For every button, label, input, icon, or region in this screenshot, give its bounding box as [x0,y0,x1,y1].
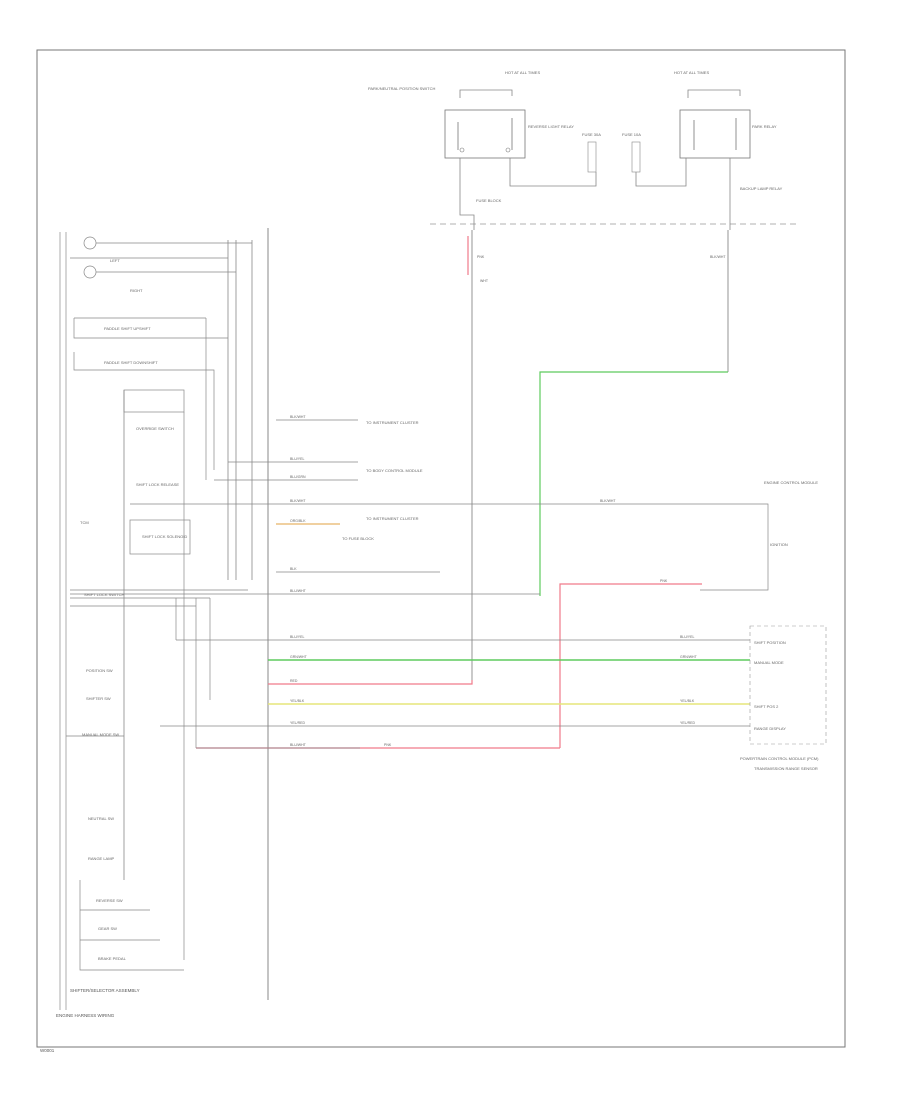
svg-text:ORG/BLK: ORG/BLK [290,519,306,523]
output-1-label: SHIFT POSITION [754,640,786,645]
shift-lock-label: SHIFT LOCK SWITCH [84,592,124,597]
svg-text:YEL/RED: YEL/RED [290,721,305,725]
park-relay-label: PARK RELAY [752,124,777,129]
middle-connector-rows: BLK/WHT TO INSTRUMENT CLUSTER BLU/YEL TO… [70,415,762,595]
top-right-relay-group: HOT AT ALL TIMES PARK RELAY FUSE 10A BAC… [622,70,783,230]
reverse-sw-label: REVERSE SW [96,898,123,903]
shifter-sw-label: SHIFTER SW [86,696,111,701]
fuse-left-label: FUSE 30A [582,132,601,137]
left-switch-label: LEFT [110,258,120,263]
position-sw-label: POSITION SW [86,668,113,673]
svg-text:PNK: PNK [384,743,392,747]
svg-text:BLK/WHT: BLK/WHT [600,499,616,503]
mid-label-2: TO BODY CONTROL MODULE [366,468,423,473]
top-left-relay-group: HOT AT ALL TIMES PARK/NEUTRAL POSITION S… [368,70,601,230]
mid-label-4: TO FUSE BLOCK [342,536,374,541]
svg-text:PNK: PNK [477,255,485,259]
trs-label: TRANSMISSION RANGE SENSOR [754,766,818,771]
fuse-block-label: FUSE BLOCK [476,198,502,203]
range-lamp-label: RANGE LAMP [88,856,115,861]
svg-text:BLU/YEL: BLU/YEL [680,635,694,639]
reverse-relay-label: REVERSE LIGHT RELAY [528,124,574,129]
svg-text:BLU/WHT: BLU/WHT [290,589,307,593]
svg-text:BLK/WHT: BLK/WHT [710,255,726,259]
svg-text:GRN/WHT: GRN/WHT [290,655,308,659]
harness-label: ENGINE HARNESS WIRING [56,1013,115,1018]
svg-text:BLK/WHT: BLK/WHT [290,499,306,503]
mid-label-3: TO INSTRUMENT CLUSTER [366,516,419,521]
svg-text:YEL/BLK: YEL/BLK [680,699,695,703]
neutral-sw-label: NEUTRAL SW [88,816,114,821]
backup-lamp-relay-label: BACKUP LAMP RELAY [740,186,783,191]
downshift-label: PADDLE SHIFT DOWNSHIFT [104,360,158,365]
hot-label-left: HOT AT ALL TIMES [505,70,540,75]
manual-mode-sw-label: MANUAL MODE SW [82,732,119,737]
svg-text:PNK: PNK [660,579,668,583]
svg-text:BLU/YEL: BLU/YEL [290,457,304,461]
ecm-module-top: ENGINE CONTROL MODULE IGNITION PNK [559,480,818,748]
svg-text:YEL/RED: YEL/RED [680,721,695,725]
pcm-label: POWERTRAIN CONTROL MODULE (PCM) [740,756,819,761]
output-3-label: SHIFT POS 2 [754,704,779,709]
footer-code: W0001 [40,1048,55,1053]
fuse-right-label: FUSE 10A [622,132,641,137]
svg-text:YEL/BLK: YEL/BLK [290,699,305,703]
svg-text:RED: RED [290,679,298,683]
override-switch-label: OVERRIDE SWITCH [136,426,174,431]
left-switch-cluster: LEFT RIGHT PADDLE SHIFT UPSHIFT PADDLE S… [56,228,269,1018]
top-trunks: PNK WHT BLK/WHT [467,230,729,680]
gear-sw-label: GEAR SW [98,926,117,931]
svg-text:GRN/WHT: GRN/WHT [680,655,698,659]
bottom-signal-rows: BLU/YEL BLU/YEL SHIFT POSITION GRN/WHT G… [160,625,827,771]
output-2-label: MANUAL MODE [754,660,784,665]
assembly-label: SHIFTER/SELECTOR ASSEMBLY [70,988,140,993]
park-neutral-switch-label: PARK/NEUTRAL POSITION SWITCH [368,86,435,91]
ecm-top-label: ENGINE CONTROL MODULE [764,480,818,485]
diagram-frame [36,49,846,1048]
ignition-label: IGNITION [770,542,788,547]
right-switch-label: RIGHT [130,288,143,293]
svg-text:BLK: BLK [290,567,297,571]
svg-text:BLU/YEL: BLU/YEL [290,635,304,639]
svg-text:BLU/WHT: BLU/WHT [290,743,307,747]
hot-label-right: HOT AT ALL TIMES [674,70,709,75]
output-4-label: RANGE DISPLAY [754,726,786,731]
tcm-label: TCM [80,520,89,525]
mid-label-1: TO INSTRUMENT CLUSTER [366,420,419,425]
brake-pedal-label: BRAKE PEDAL [98,956,127,961]
svg-text:BLK/WHT: BLK/WHT [290,415,306,419]
shift-lock-solenoid-label: SHIFT LOCK SOLENOID [142,534,187,539]
svg-text:BLU/GRN: BLU/GRN [290,475,306,479]
upshift-label: PADDLE SHIFT UPSHIFT [104,326,151,331]
shift-lock-release-label: SHIFT LOCK RELEASE [136,482,179,487]
svg-text:WHT: WHT [480,279,489,283]
